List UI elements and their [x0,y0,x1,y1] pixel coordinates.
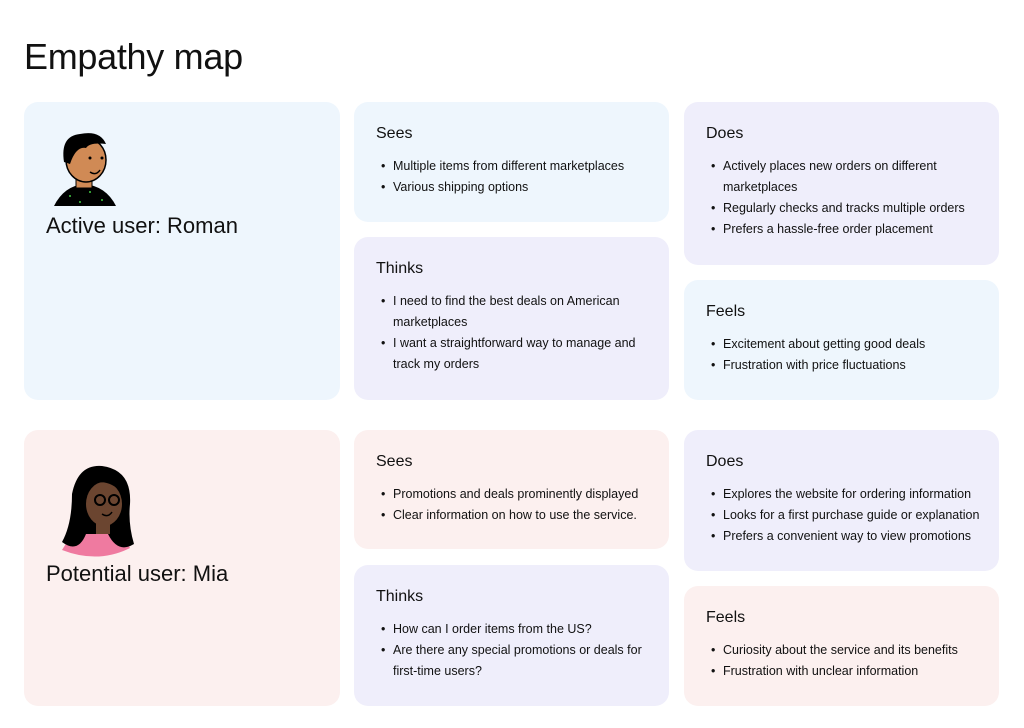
card-title: Thinks [376,260,424,277]
feels-card: Feels Excitement about getting good deal… [684,280,999,400]
page-title: Empathy map [24,36,243,77]
list-item: Actively places new orders on different … [706,156,989,198]
thinks-card: Thinks I need to find the best deals on … [354,237,669,400]
list-item: Regularly checks and tracks multiple ord… [706,198,989,219]
list-item: Frustration with unclear information [706,661,989,682]
female-avatar-icon [62,465,134,557]
card-title: Does [706,125,744,142]
list-item: Prefers a hassle-free order placement [706,219,989,240]
list-item: Multiple items from different marketplac… [376,156,659,177]
male-avatar-icon [54,133,116,206]
persona-card-roman: Active user: Roman [24,102,340,400]
persona-card-mia: Potential user: Mia [24,430,340,706]
list-item: Excitement about getting good deals [706,334,989,355]
sees-card: Sees Promotions and deals prominently di… [354,430,669,549]
card-title: Thinks [376,588,424,605]
card-title: Sees [376,453,413,470]
card-title: Feels [706,609,746,626]
list-item: Various shipping options [376,177,659,198]
sees-card: Sees Multiple items from different marke… [354,102,669,222]
list-item: Clear information on how to use the serv… [376,505,659,526]
list-item: How can I order items from the US? [376,619,659,640]
card-title: Sees [376,125,413,142]
does-card: Does Explores the website for ordering i… [684,430,999,571]
list-item: Frustration with price fluctuations [706,355,989,376]
card-title: Feels [706,303,746,320]
list-item: Looks for a first purchase guide or expl… [706,505,989,526]
list-item: Explores the website for ordering inform… [706,484,989,505]
feels-card: Feels Curiosity about the service and it… [684,586,999,706]
list-item: I need to find the best deals on America… [376,291,659,333]
thinks-card: Thinks How can I order items from the US… [354,565,669,706]
list-item: Curiosity about the service and its bene… [706,640,989,661]
persona-name: Potential user: Mia [46,561,229,586]
list-item: I want a straightforward way to manage a… [376,333,659,375]
list-item: Prefers a convenient way to view promoti… [706,526,989,547]
list-item: Promotions and deals prominently display… [376,484,659,505]
does-card: Does Actively places new orders on diffe… [684,102,999,265]
persona-name: Active user: Roman [46,213,238,238]
list-item: Are there any special promotions or deal… [376,640,659,682]
card-title: Does [706,453,744,470]
